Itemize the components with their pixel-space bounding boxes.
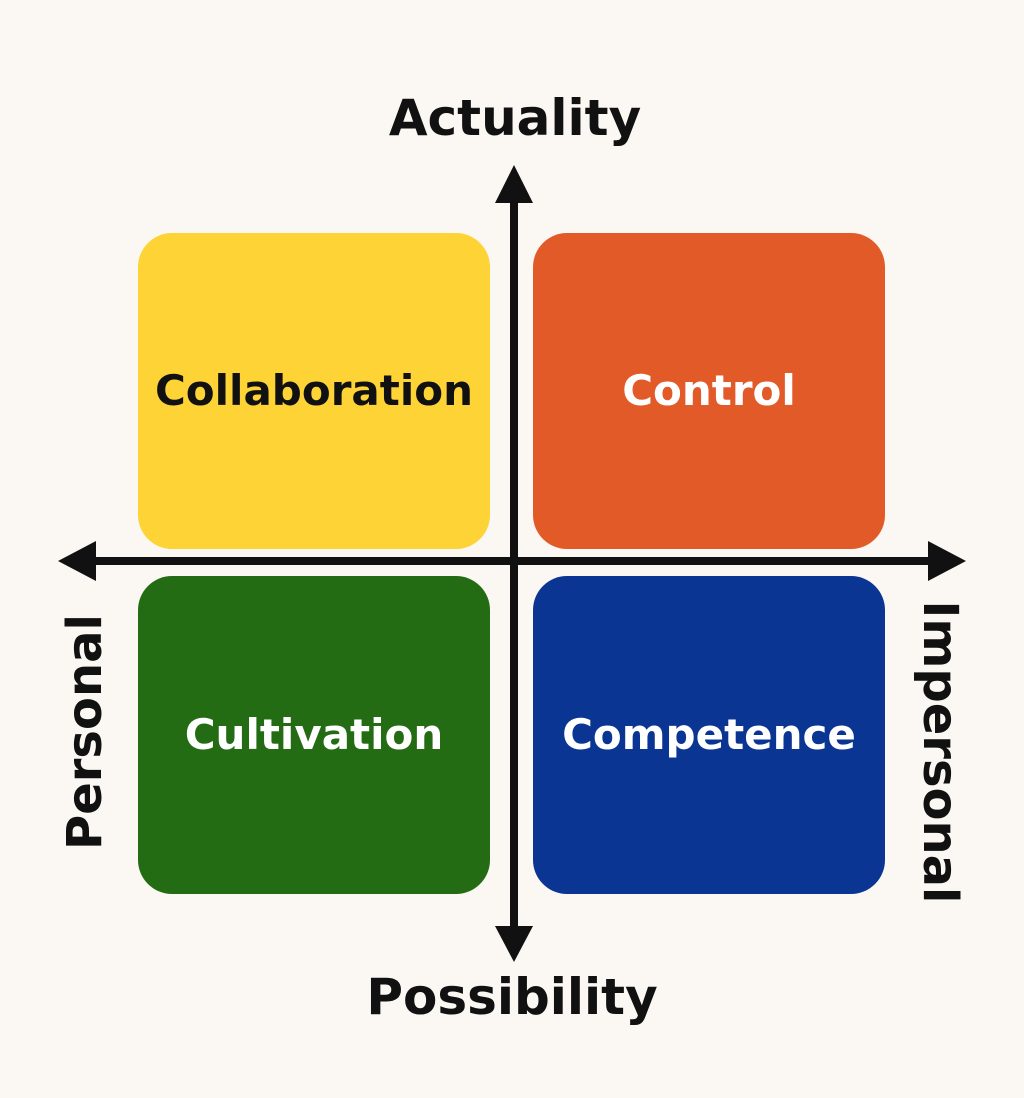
quadrant-competence: Competence xyxy=(533,576,885,894)
arrow-up-icon xyxy=(495,165,533,203)
quadrant-collaboration: Collaboration xyxy=(138,233,490,549)
quadrant-control: Control xyxy=(533,233,885,549)
quadrant-label-collaboration: Collaboration xyxy=(154,366,473,415)
axis-label-personal: Personal xyxy=(57,614,113,850)
axis-label-actuality: Actuality xyxy=(388,89,642,147)
axis-label-possibility: Possibility xyxy=(366,968,658,1026)
arrow-down-icon xyxy=(495,926,533,962)
arrow-left-icon xyxy=(58,541,96,581)
axis-label-impersonal: Impersonal xyxy=(912,600,968,904)
quadrant-cultivation: Cultivation xyxy=(138,576,490,894)
quadrant-label-control: Control xyxy=(622,366,796,415)
quadrant-label-cultivation: Cultivation xyxy=(184,710,444,759)
arrow-right-icon xyxy=(928,541,966,581)
quadrant-label-competence: Competence xyxy=(562,710,856,759)
